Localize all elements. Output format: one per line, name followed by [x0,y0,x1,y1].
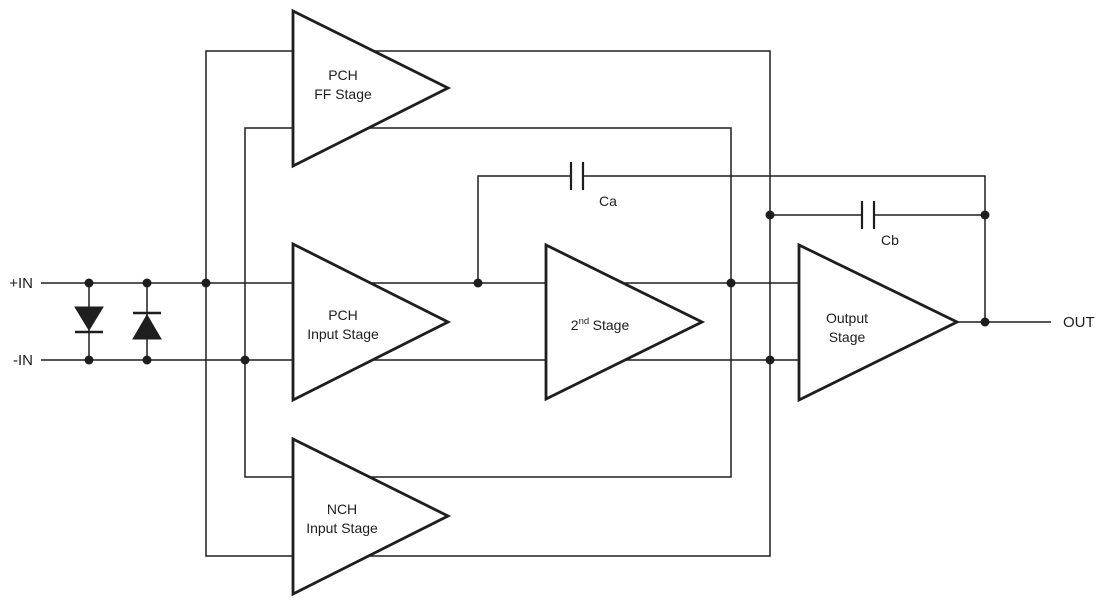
input-protection-diodes [74,306,162,340]
output-stage-amp-triangle [797,242,961,403]
junction-dot [765,355,775,365]
junction-dot [980,317,990,327]
second-stage-label-num: 2 [571,317,579,333]
nch-input-stage-label-line2: Input Stage [306,520,378,536]
junction-dot [726,278,736,288]
pch-input-stage-amp-triangle [291,241,452,403]
junction-dot [473,278,483,288]
in-plus-label: +IN [9,275,33,292]
junction-dot [980,210,990,220]
ca-feedback-wire [477,175,986,322]
diode-down-icon [74,306,104,331]
second-stage-label-ordinal: nd [579,316,590,327]
cb-label: Cb [881,232,899,248]
second-stage-amp-triangle [544,242,706,402]
junction-dot [84,278,94,288]
junction-dot [142,278,152,288]
nch-input-stage-label-line1: NCH [327,501,357,517]
pch-input-stage-label-line1: PCH [328,307,358,323]
second-stage-label-rest: Stage [593,317,630,333]
amplifier-triangles [291,8,961,597]
ca-label: Ca [599,193,617,209]
output-stage-label-line2: Stage [829,329,866,345]
ff-stage-amp-triangle [291,8,452,169]
inner-feed-loop-wire [244,127,732,478]
output-stage-label-line1: Output [826,310,868,326]
labels: +IN -IN OUT PCH FF Stage PCH Input Stage… [9,67,1094,536]
diode-up-icon [132,314,162,340]
junction-dot [142,355,152,365]
capacitor-plates [569,162,876,229]
junction-dot [84,355,94,365]
junction-dot [240,355,250,365]
pch-input-stage-label-line2: Input Stage [307,326,379,342]
ff-stage-label-line1: PCH [328,67,358,83]
junction-dot [765,210,775,220]
junction-dot [201,278,211,288]
in-minus-label: -IN [13,352,33,369]
nch-input-stage-amp-triangle [291,436,452,597]
out-label: OUT [1063,314,1095,331]
outer-feed-loop-wire [205,50,771,557]
ff-stage-label-line2: FF Stage [314,86,372,102]
junction-dots [84,210,990,365]
